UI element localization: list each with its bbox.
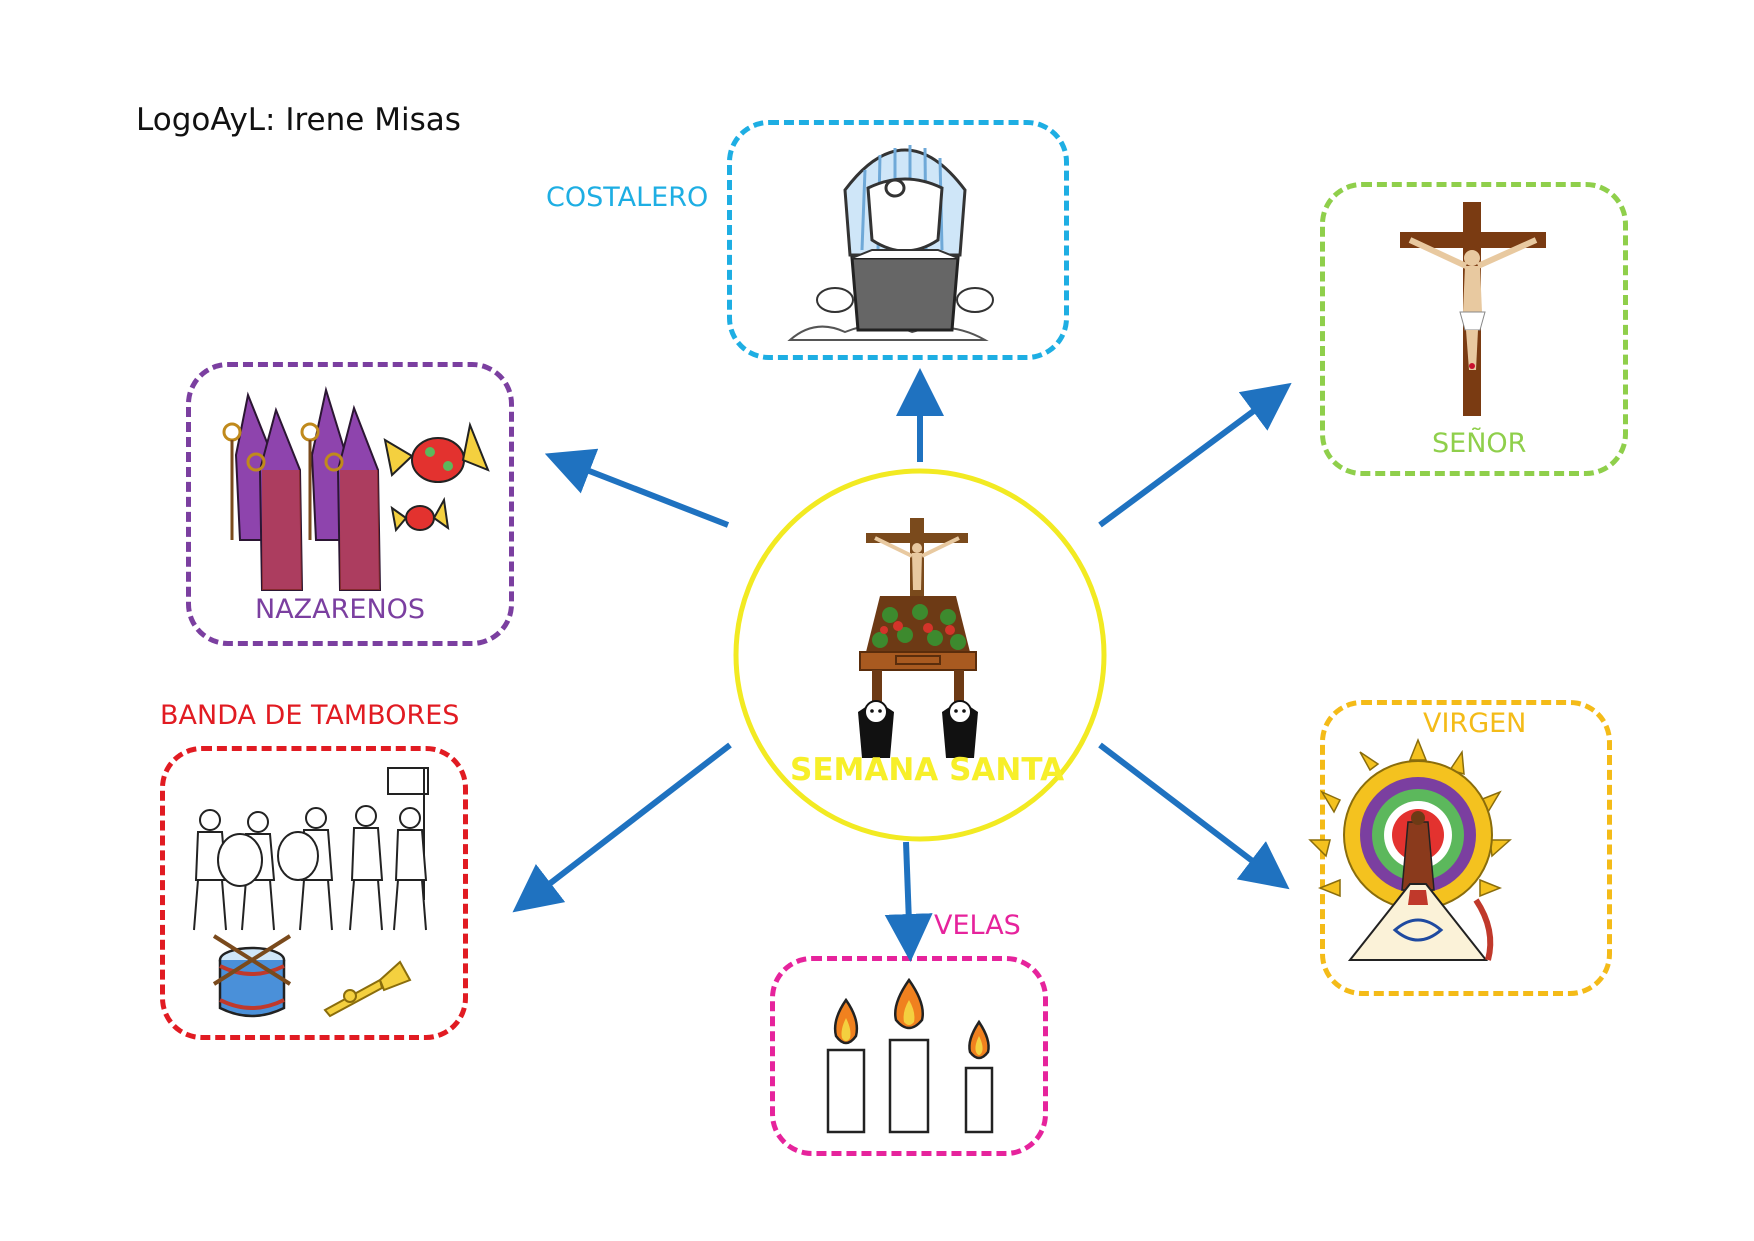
box-costalero <box>727 120 1069 360</box>
center-circle <box>733 468 1107 842</box>
author-credit: LogoAyL: Irene Misas <box>136 102 461 138</box>
crucifix-icon <box>1400 202 1546 416</box>
arrow-to-virgen <box>1098 742 1290 890</box>
virgin-icon <box>1308 737 1512 961</box>
label-senor: SEÑOR <box>1432 428 1527 459</box>
center-label: SEMANA SANTA <box>790 752 1065 788</box>
arrow-to-velas <box>884 841 933 962</box>
arrow-to-banda <box>512 742 732 913</box>
candles-icon <box>826 977 994 1134</box>
arrow-to-senor <box>1098 382 1292 528</box>
label-costalero: COSTALERO <box>546 182 709 213</box>
procession-float-icon <box>858 518 978 758</box>
arrow-to-nazarenos <box>544 448 730 528</box>
label-nazarenos: NAZARENOS <box>255 594 426 625</box>
box-senor <box>1320 182 1628 476</box>
label-velas: VELAS <box>934 910 1021 941</box>
nazarenos-candy-icon <box>222 386 490 591</box>
label-banda: BANDA DE TAMBORES <box>160 700 460 731</box>
label-virgen: VIRGEN <box>1423 708 1527 739</box>
costalero-bearer-icon <box>787 145 994 341</box>
drum-band-icon <box>193 767 429 1018</box>
box-banda <box>160 746 468 1040</box>
box-nazarenos <box>186 362 514 646</box>
